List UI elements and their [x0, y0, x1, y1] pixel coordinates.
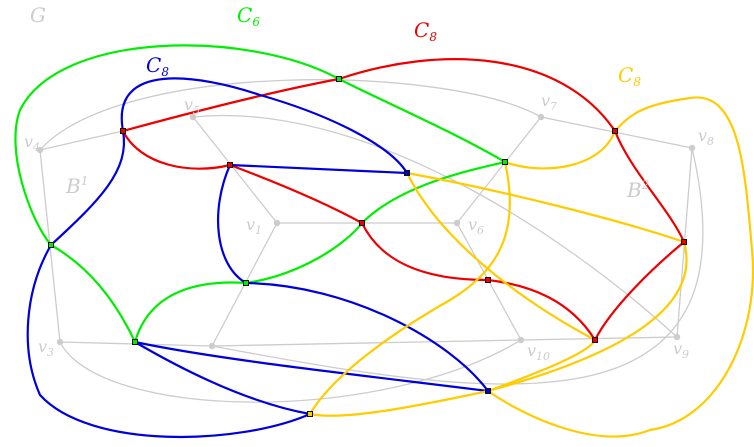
yellow-edge-6	[309, 389, 489, 417]
edge-v2-v8	[211, 147, 704, 385]
yellow-edge-7	[487, 339, 596, 393]
red-edge-3	[613, 130, 686, 243]
red-edge-4	[594, 241, 685, 341]
marker-red-yellow-1	[612, 128, 618, 134]
marker-green-blue-3	[132, 339, 138, 345]
vertex-v6-label: v6	[468, 215, 484, 237]
cycle-green-label: C6	[237, 3, 260, 29]
vertex-v4	[36, 146, 44, 154]
face-right-label: B2	[626, 178, 649, 202]
marker-blue-yellow-2	[485, 388, 491, 394]
marker-green-blue-1	[48, 242, 54, 248]
vertex-v8	[688, 144, 696, 152]
marker-green-yellow-1	[502, 159, 508, 165]
edge-v2-v9	[211, 336, 678, 347]
vertex-v2	[208, 342, 216, 350]
labels: G C6 C8 C8 C8 B1 B2 v1 v3 v4 v5 v6 v7 v8…	[24, 3, 714, 363]
cycle-red-label: C8	[414, 18, 437, 44]
red-edge-7	[229, 163, 363, 224]
vertex-v8-label: v8	[698, 126, 714, 148]
blue-edge-8	[50, 130, 126, 246]
vertex-v5	[189, 113, 197, 121]
red-edge-2	[338, 58, 616, 132]
green-edge-5	[361, 160, 506, 224]
vertex-v5-label: v5	[184, 95, 200, 117]
green-edge-3	[133, 281, 247, 343]
vertex-v4-label: v4	[24, 132, 40, 154]
marker-green-red-2	[359, 220, 365, 226]
marker-blue-yellow-1	[404, 170, 410, 176]
green-edge-1	[14, 44, 340, 246]
cycle-vertex-markers	[48, 76, 687, 417]
edge-v6-v7	[456, 116, 542, 224]
red-edge-8	[122, 130, 231, 170]
vertex-v10-label: v10	[527, 341, 550, 363]
edge-v4-x1	[39, 130, 124, 151]
marker-green-blue-2	[243, 280, 249, 286]
blue-edge-4	[245, 281, 489, 392]
cycle-yellow-label: C8	[618, 63, 641, 89]
edge-v1-v5	[192, 116, 278, 224]
vertex-v7	[537, 113, 545, 121]
vertex-v1-label: v1	[246, 215, 262, 237]
yellow-edge-8	[406, 172, 596, 341]
yellow-edge-5	[309, 161, 511, 415]
marker-red-blue-2	[227, 162, 233, 168]
vertex-v10	[517, 336, 525, 344]
marker-blue-yellow-3	[307, 411, 313, 417]
blue-edge-2	[229, 163, 408, 175]
yellow-edge-1	[406, 171, 685, 244]
vertex-v1	[273, 219, 281, 227]
blue-edge-6	[134, 341, 311, 416]
marker-green-red-1	[336, 76, 342, 82]
vertex-v3	[56, 338, 64, 346]
red-edge-1	[122, 77, 340, 133]
blue-edge-5	[134, 340, 489, 393]
marker-red-yellow-2	[681, 239, 687, 245]
red-edge-5	[487, 278, 596, 341]
edge-v4-v7	[39, 79, 542, 151]
vertex-v7-label: v7	[541, 91, 557, 113]
green-edge-4	[245, 222, 363, 285]
marker-red-blue-1	[120, 128, 126, 134]
base-graph-vertices	[36, 113, 696, 350]
yellow-edge-2	[487, 241, 688, 393]
cycle-blue-label: C8	[146, 53, 169, 79]
edge-v5-v9	[192, 114, 678, 338]
graph-name-label: G	[30, 3, 46, 27]
base-graph-edges	[39, 79, 704, 403]
marker-red-1	[485, 277, 491, 283]
blue-edge-3	[216, 164, 247, 284]
cycle-red	[122, 58, 686, 341]
blue-edge-1	[120, 77, 408, 174]
vertex-v3-label: v3	[38, 337, 54, 359]
vertex-v9-label: v9	[673, 339, 689, 361]
red-edge-6	[361, 222, 489, 282]
edge-v3-v10	[59, 339, 522, 403]
blue-edge-7	[26, 244, 311, 439]
cycle-yellow	[309, 96, 754, 438]
yellow-edge-3	[487, 96, 754, 438]
cycle-green	[14, 44, 506, 343]
cycle-blue	[26, 77, 489, 439]
vertex-v6	[453, 219, 461, 227]
vertex-v9	[673, 333, 681, 341]
face-left-label: B1	[65, 174, 88, 198]
marker-red-yellow-3	[592, 337, 598, 343]
yellow-edge-4	[504, 130, 617, 170]
green-edge-6	[338, 78, 506, 163]
green-edge-2	[50, 244, 136, 343]
